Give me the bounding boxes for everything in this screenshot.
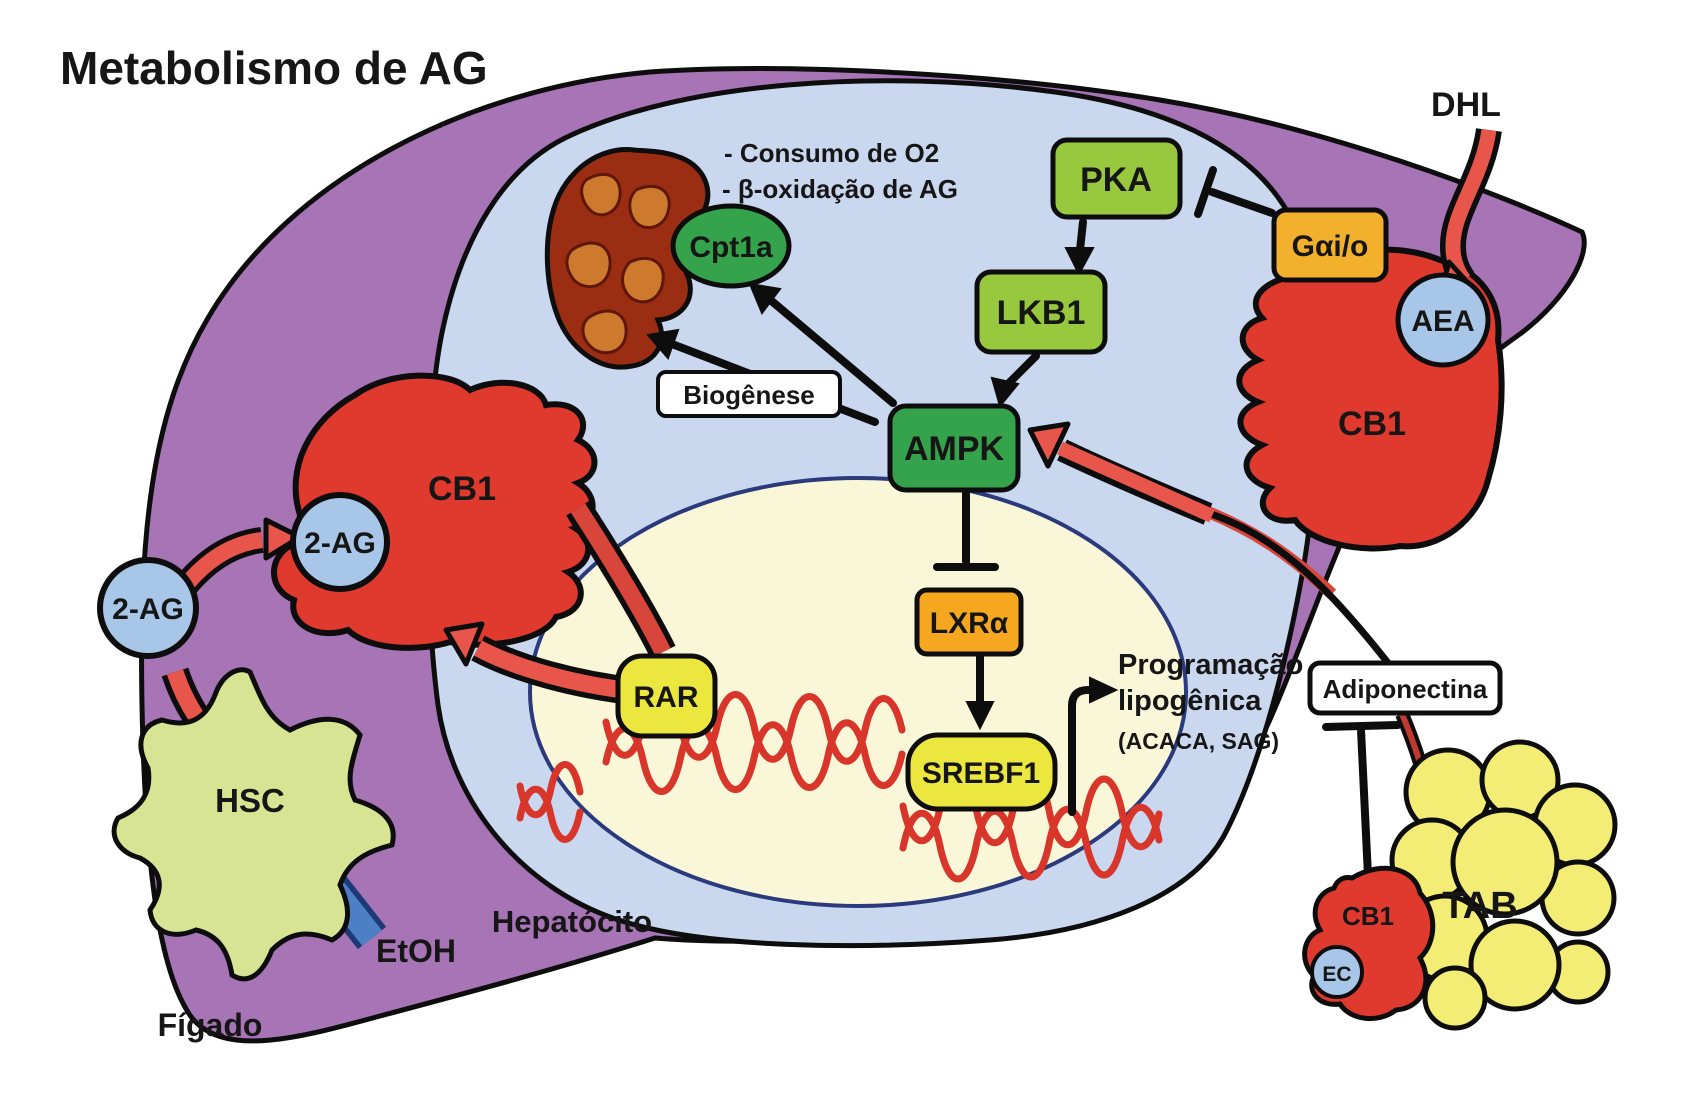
cb1-to-rar-band bbox=[570, 503, 671, 656]
cb1-adipose-label: CB1 bbox=[1342, 901, 1394, 931]
cpt1a-label: Cpt1a bbox=[689, 231, 773, 264]
lipogenic-line3: (ACACA, SAG) bbox=[1118, 728, 1279, 754]
adiponectin-to-ampk-band bbox=[1057, 441, 1215, 523]
aea-label: AEA bbox=[1411, 305, 1474, 338]
rar-label: RAR bbox=[634, 681, 699, 714]
gaio-box bbox=[1271, 207, 1389, 283]
2ag-outer-label: 2-AG bbox=[112, 593, 184, 626]
gaio-label: Gαi/o bbox=[1292, 230, 1369, 263]
ampk-box bbox=[887, 403, 1021, 493]
lipogenic-line2: lipogênica bbox=[1118, 685, 1262, 717]
mito-effect-line2: - β-oxidação de AG bbox=[722, 174, 958, 204]
adiponectin-label-box bbox=[1307, 660, 1503, 716]
srebf1-label: SREBF1 bbox=[922, 757, 1040, 790]
lipogenic-line1: Programação bbox=[1118, 649, 1303, 681]
hepatocyte-label: Hepatócito bbox=[492, 904, 652, 939]
adiponectin-to-ampk-arrowhead bbox=[1027, 421, 1071, 469]
ampk-label: AMPK bbox=[904, 430, 1005, 468]
hsc-label: HSC bbox=[215, 782, 285, 819]
hsc-cell bbox=[111, 667, 396, 982]
lxra-box bbox=[914, 587, 1024, 657]
cb1-adipose-receptor bbox=[1302, 865, 1436, 1022]
pka-box bbox=[1050, 137, 1183, 220]
ec-circle bbox=[1310, 945, 1364, 999]
lkb1-box bbox=[974, 269, 1108, 355]
cb1-right-label: CB1 bbox=[1338, 405, 1406, 443]
rar-to-cb1-arrowhead bbox=[443, 621, 485, 667]
etoh-label: EtOH bbox=[376, 933, 456, 969]
cb1-left-label: CB1 bbox=[428, 470, 496, 508]
biogenesis-label: Biogênese bbox=[683, 380, 815, 410]
biogenesis-label-box bbox=[656, 370, 842, 418]
dhl-label: DHL bbox=[1431, 86, 1501, 124]
mitochondria-cristae bbox=[565, 173, 671, 355]
2ag-outer-circle bbox=[97, 557, 199, 659]
2ag-transfer-arrowhead bbox=[263, 517, 303, 561]
ec-label: EC bbox=[1322, 963, 1351, 986]
mito-effect-line1: - Consumo de O2 bbox=[724, 138, 939, 168]
adiponectin-label: Adiponectina bbox=[1323, 674, 1488, 704]
2ag-transfer-band bbox=[179, 532, 264, 591]
2ag-membrane-label: 2-AG bbox=[304, 527, 376, 560]
tab-adipose-cluster bbox=[1389, 739, 1618, 1031]
lxra-label: LXRα bbox=[930, 607, 1009, 640]
srebf1-box bbox=[905, 732, 1058, 812]
aea-circle bbox=[1395, 272, 1491, 368]
liver-label: Fígado bbox=[158, 1007, 263, 1043]
cb1-inhibit-adiponectin-line bbox=[1357, 729, 1372, 877]
pka-label: PKA bbox=[1080, 161, 1152, 199]
cpt1a-node bbox=[670, 203, 792, 289]
dna-fragment bbox=[516, 761, 584, 843]
cb1-inhibit-adiponectin-tbar bbox=[1322, 721, 1402, 731]
lkb1-label: LKB1 bbox=[997, 294, 1086, 332]
adiponectin-curve bbox=[1203, 508, 1395, 671]
2ag-membrane-circle bbox=[290, 492, 390, 592]
rar-box bbox=[615, 653, 718, 739]
diagram-title: Metabolismo de AG bbox=[60, 42, 488, 94]
tab-label: TAB bbox=[1442, 885, 1517, 927]
